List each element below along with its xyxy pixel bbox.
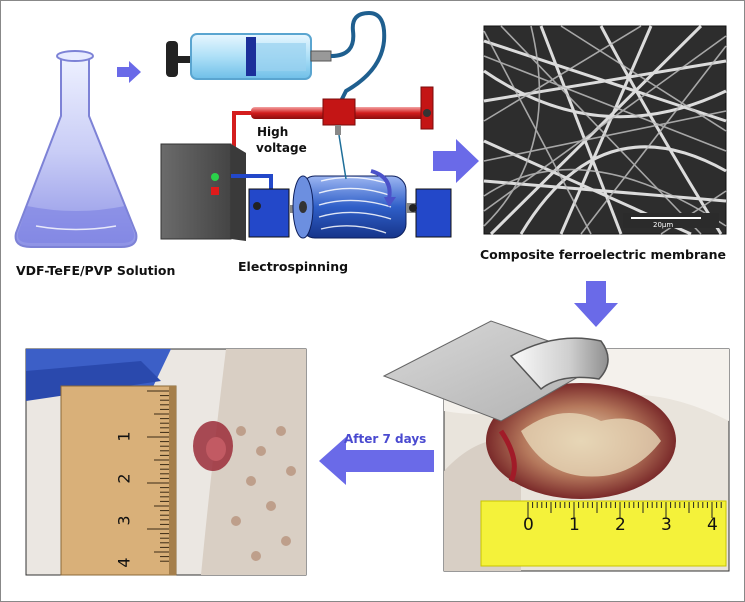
membrane-label: Composite ferroelectric membrane [480, 247, 726, 262]
sem-image [483, 24, 727, 236]
sem-scale-bar-label: 20μm [653, 221, 674, 229]
ruler-right-tick-0: 0 [523, 515, 534, 535]
ruler-right-tick-2: 2 [615, 515, 626, 535]
high-voltage-label-line1: High [257, 125, 289, 139]
power-supply-box [160, 143, 246, 241]
membrane-sheet-icon [382, 320, 609, 422]
arrow-membrane-to-wound [574, 281, 618, 327]
flask-icon [14, 50, 138, 248]
arrow-after-days [319, 437, 434, 485]
wound-photo-healed [25, 348, 307, 576]
wound-photo-initial [443, 348, 730, 572]
spinneret-rail [251, 86, 434, 135]
ruler-left-tick-1: 1 [114, 431, 134, 442]
syringe-icon [166, 10, 387, 102]
ruler-right-tick-4: 4 [707, 515, 718, 535]
arrow-to-membrane [433, 139, 479, 183]
jet-line [338, 134, 347, 180]
solution-label: VDF-TeFE/PVP Solution [16, 263, 176, 278]
ruler-right-tick-3: 3 [661, 515, 672, 535]
ruler-left-tick-2: 2 [114, 473, 134, 484]
ruler-left-tick-3: 3 [114, 515, 134, 526]
after-days-label: After 7 days [344, 432, 427, 446]
ground-wire [231, 174, 273, 191]
ruler-right-tick-1: 1 [569, 515, 580, 535]
arrow-flask-to-syringe [117, 61, 141, 83]
high-voltage-label-line2: voltage [256, 141, 307, 155]
electrospinning-label: Electrospinning [238, 259, 349, 274]
high-voltage-wire [232, 111, 251, 151]
ruler-left-tick-4: 4 [114, 557, 134, 568]
collector-drum [248, 169, 452, 239]
